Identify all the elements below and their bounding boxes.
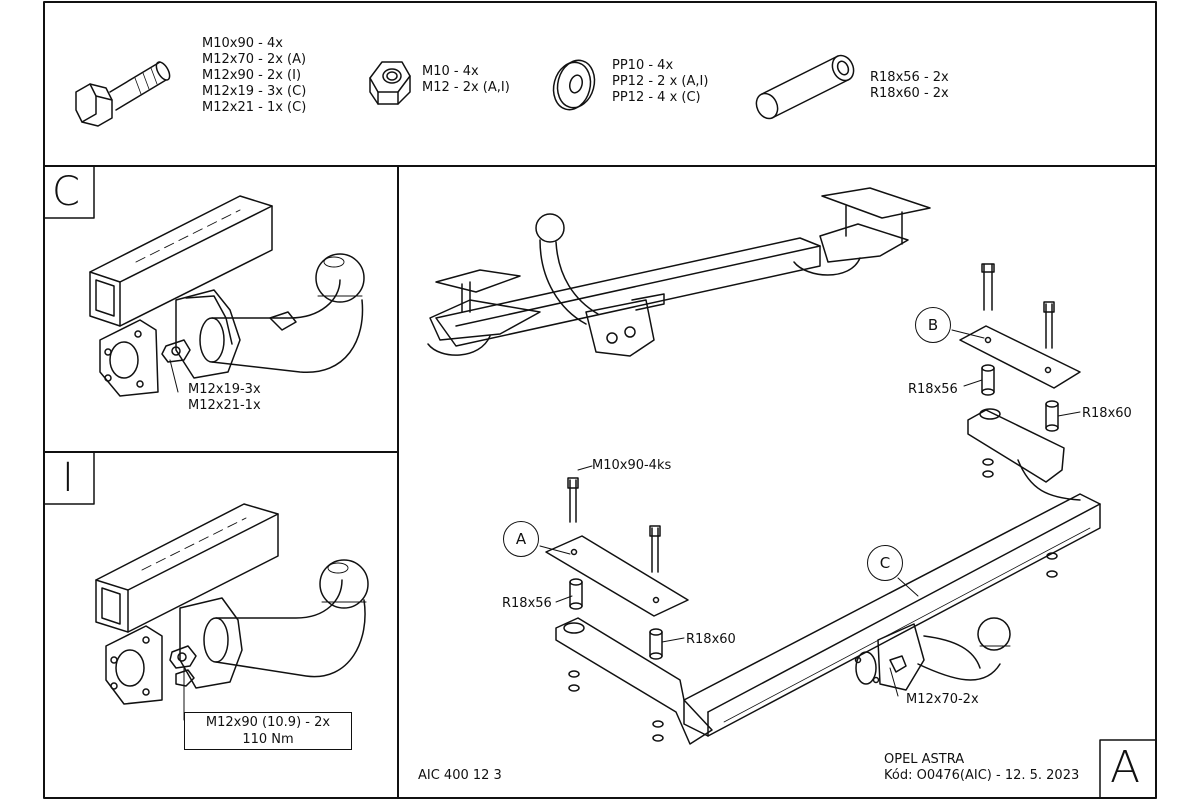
label-m12x70: M12x70-2x (906, 692, 979, 707)
spacer-list-item: R18x60 - 2x (870, 86, 949, 101)
nut-list-item: M12 - 2x (A,I) (422, 80, 510, 95)
nut-drawing (369, 61, 411, 105)
panel-i-letter: I (62, 455, 74, 501)
panel-a-letter: A (1110, 742, 1141, 793)
panel-letter-boxes (43, 165, 1157, 799)
spacer-list-item: R18x56 - 2x (870, 70, 949, 85)
product-code: AIC 400 12 3 (418, 768, 502, 783)
label-m10x90: M10x90-4ks (592, 458, 672, 473)
washer-list-item: PP10 - 4x (612, 58, 674, 73)
label-r18x56-left: R18x56 (502, 596, 552, 611)
torque-value: 110 Nm (242, 732, 294, 747)
spacer-tube-drawing (755, 54, 855, 120)
label-r18x60-right: R18x60 (1082, 406, 1132, 421)
bolt-list-item: M12x70 - 2x (A) (202, 52, 307, 67)
panel-c-callout-line: M12x19-3x (188, 382, 261, 397)
bolt-drawing (75, 61, 171, 127)
label-r18x60-left: R18x60 (686, 632, 736, 647)
label-r18x56-right: R18x56 (908, 382, 958, 397)
callout-a: A (503, 521, 539, 557)
assembled-crossbar-view (427, 187, 931, 357)
washer-list-item: PP12 - 4 x (C) (612, 90, 701, 105)
bolt-list-item: M12x90 - 2x (I) (202, 68, 302, 83)
bolt-list-item: M10x90 - 4x (202, 36, 283, 51)
washer-drawing (552, 59, 596, 111)
callout-b: B (915, 307, 951, 343)
torque-callout-box: M12x90 (10.9) - 2x 110 Nm (184, 712, 352, 750)
torque-bolt-spec: M12x90 (10.9) - 2x (205, 715, 331, 730)
leader-lines (169, 329, 1081, 697)
document-code: Kód: O0476(AIC) - 12. 5. 2023 (884, 768, 1080, 783)
bolt-list-item: M12x21 - 1x (C) (202, 100, 307, 115)
panel-c-letter: C (52, 169, 80, 215)
washer-list: PP10 - 4x PP12 - 2 x (A,I) PP12 - 4 x (C… (612, 58, 708, 106)
panel-i-hitch-detail (95, 503, 369, 721)
exploded-hitch-view (545, 263, 1101, 745)
spacer-list: R18x56 - 2x R18x60 - 2x (870, 70, 949, 102)
vehicle-name: OPEL ASTRA (884, 752, 965, 767)
washer-list-item: PP12 - 2 x (A,I) (612, 74, 709, 89)
bolt-list: M10x90 - 4x M12x70 - 2x (A) M12x90 - 2x … (202, 36, 306, 116)
nut-list: M10 - 4x M12 - 2x (A,I) (422, 64, 510, 96)
frame (43, 1, 1157, 799)
callout-c: C (867, 545, 903, 581)
panel-c-hitch-detail (89, 195, 365, 397)
nut-list-item: M10 - 4x (422, 64, 479, 79)
bolt-list-item: M12x19 - 3x (C) (202, 84, 307, 99)
panel-c-callout: M12x19-3x M12x21-1x (188, 382, 261, 414)
panel-c-callout-line: M12x21-1x (188, 398, 261, 413)
